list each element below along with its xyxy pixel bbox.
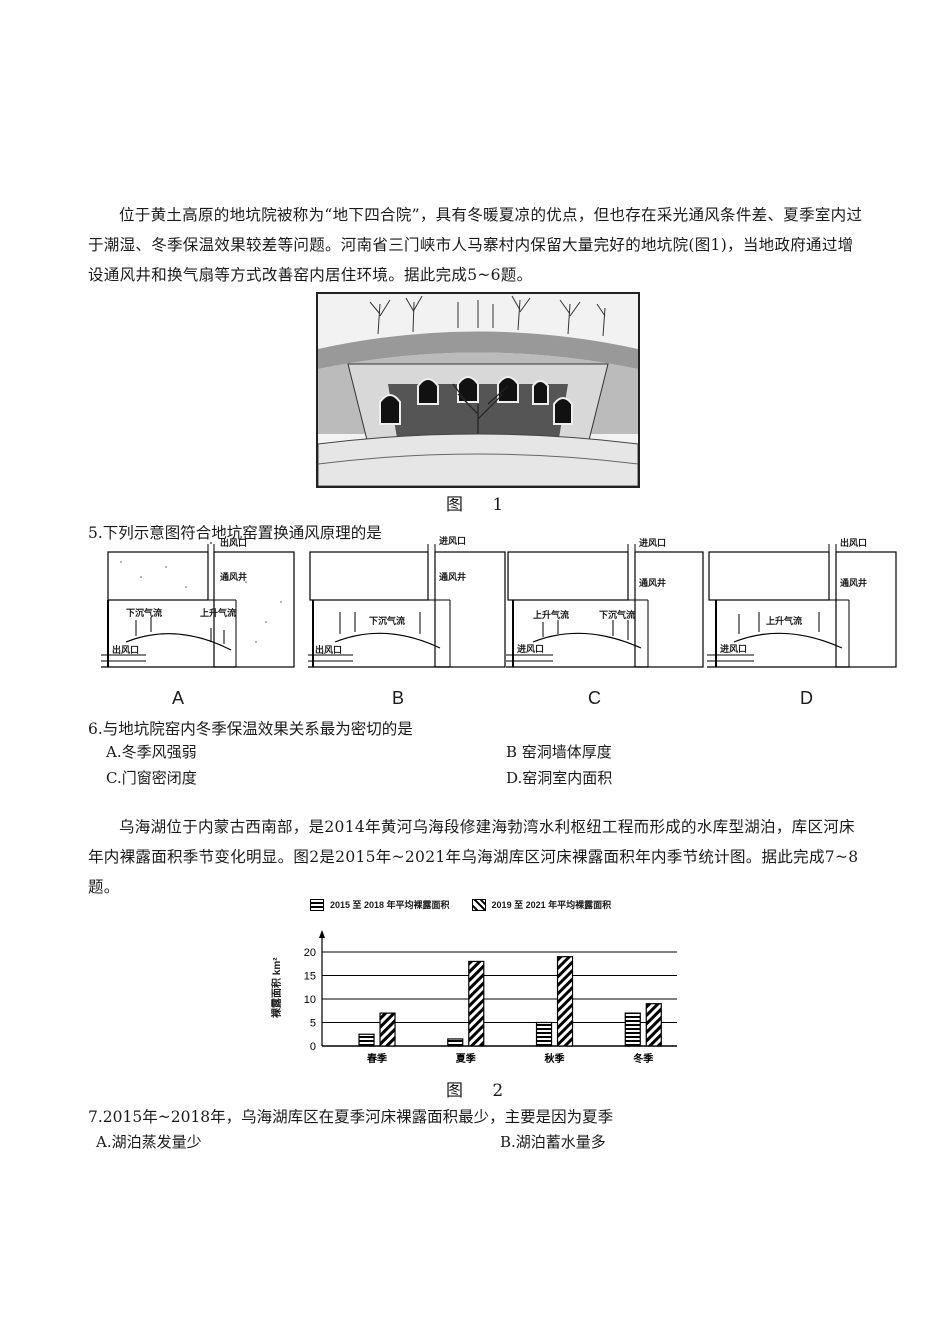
diagram-c-left-flow: 上升气流 <box>533 610 570 620</box>
bar <box>447 1038 464 1047</box>
question-7-stem: 7.2015年~2018年，乌海湖库区在夏季河床裸露面积最少，主要是因为夏季 <box>88 1108 614 1126</box>
diagram-d-bottom-label: 进风口 <box>720 644 748 654</box>
chart-canvas: 0 5 10 15 20 春季 夏季 秋季 冬季 <box>304 930 677 1065</box>
diagram-d: 出风口 通风井 上升气流 进风口 <box>704 538 909 672</box>
x-tick-label: 春季 <box>367 1052 388 1065</box>
bar <box>468 960 485 1047</box>
diagram-b: 进风口 通风井 下沉气流 出风口 <box>305 536 510 672</box>
diagram-a: 出风口 通风井 下沉气流 上升气流 出风口 <box>96 536 301 672</box>
question-6-stem: 6.与地坑院窑内冬季保温效果关系最为密切的是 <box>88 720 413 738</box>
q6-option-a[interactable]: A.冬季风强弱 <box>106 743 197 761</box>
horizontal-stripes-swatch-icon <box>310 898 324 911</box>
legend-item-2015-2018: 2015 至 2018 年平均裸露面积 <box>310 898 450 911</box>
diagram-a-shaft-label: 通风井 <box>220 572 248 582</box>
diagram-b-center-flow: 下沉气流 <box>369 616 406 626</box>
q7-option-a[interactable]: A.湖泊蒸发量少 <box>96 1133 202 1151</box>
bar-chart-figure-2: 0 5 10 15 20 春季 夏季 秋季 冬季 裸露面积 km² <box>272 928 682 1068</box>
diagram-c-letter: C <box>588 688 601 708</box>
diagram-b-letter: B <box>392 688 405 708</box>
diagram-a-letter: A <box>172 688 185 708</box>
y-axis-arrow-icon <box>319 930 325 938</box>
y-tick-label: 5 <box>310 1018 316 1030</box>
diagram-d-top-label: 出风口 <box>840 538 868 548</box>
diagram-a-bottom-label: 出风口 <box>112 645 140 655</box>
y-tick-label: 0 <box>310 1041 316 1053</box>
passage-1: 位于黄土高原的地坑院被称为“地下四合院”，具有冬暖夏凉的优点，但也存在采光通风条… <box>88 206 863 284</box>
q6-option-c[interactable]: C.门窗密闭度 <box>106 769 197 787</box>
question-5-stem: 5.下列示意图符合地坑窑置换通风原理的是 <box>88 524 382 542</box>
legend-label-2019-2021: 2019 至 2021 年平均裸露面积 <box>491 900 612 910</box>
x-tick-label: 冬季 <box>633 1052 654 1065</box>
passage-2: 乌海湖位于内蒙古西南部，是2014年黄河乌海段修建海勃湾水利枢纽工程而形成的水库… <box>88 818 859 896</box>
bar <box>556 956 574 1047</box>
diagram-d-shaft-label: 通风井 <box>840 578 868 588</box>
y-axis-label: 裸露面积 km² <box>272 957 283 1018</box>
x-tick-label: 夏季 <box>455 1052 477 1065</box>
chart-legend: 2015 至 2018 年平均裸露面积 2019 至 2021 年平均裸露面积 <box>310 898 611 911</box>
figure-1-photo <box>316 292 640 488</box>
legend-item-2019-2021: 2019 至 2021 年平均裸露面积 <box>471 898 612 911</box>
legend-label-2015-2018: 2015 至 2018 年平均裸露面积 <box>330 900 450 910</box>
diagram-a-top-label: 出风口 <box>220 538 248 548</box>
y-tick-label: 10 <box>304 994 316 1006</box>
diagram-d-letter: D <box>800 688 813 708</box>
diagram-c-shaft-label: 通风井 <box>639 578 667 588</box>
diagram-d-center-flow: 上升气流 <box>766 616 803 626</box>
bar <box>535 1021 553 1047</box>
diagram-a-left-flow: 下沉气流 <box>126 608 163 618</box>
diagram-c-top-label: 进风口 <box>639 538 667 548</box>
figure-1-caption: 图 1 <box>446 495 516 515</box>
bar <box>624 1012 641 1047</box>
figure-2-caption: 图 2 <box>446 1081 516 1101</box>
q6-option-d[interactable]: D.窑洞室内面积 <box>506 769 613 787</box>
diagram-a-right-flow: 上升气流 <box>200 608 237 618</box>
diagram-c: 进风口 通风井 上升气流 下沉气流 进风口 <box>503 538 708 672</box>
diagram-b-top-label: 进风口 <box>439 536 467 546</box>
bar <box>358 1033 375 1047</box>
bar <box>645 1003 662 1047</box>
bar <box>379 1012 396 1047</box>
diagonal-stripes-swatch-icon <box>471 898 486 911</box>
diagram-c-right-flow: 下沉气流 <box>599 610 636 620</box>
diagram-b-shaft-label: 通风井 <box>439 572 467 582</box>
x-tick-label: 秋季 <box>545 1052 566 1065</box>
dikengyuan-photo-illustration <box>318 294 638 486</box>
q6-option-b[interactable]: B 窑洞墙体厚度 <box>506 743 612 761</box>
y-tick-label: 15 <box>304 971 316 983</box>
diagram-b-bottom-label: 出风口 <box>315 645 343 655</box>
q7-option-b[interactable]: B.湖泊蓄水量多 <box>500 1133 606 1151</box>
y-tick-label: 20 <box>304 947 316 959</box>
diagram-c-bottom-label: 进风口 <box>517 644 545 654</box>
